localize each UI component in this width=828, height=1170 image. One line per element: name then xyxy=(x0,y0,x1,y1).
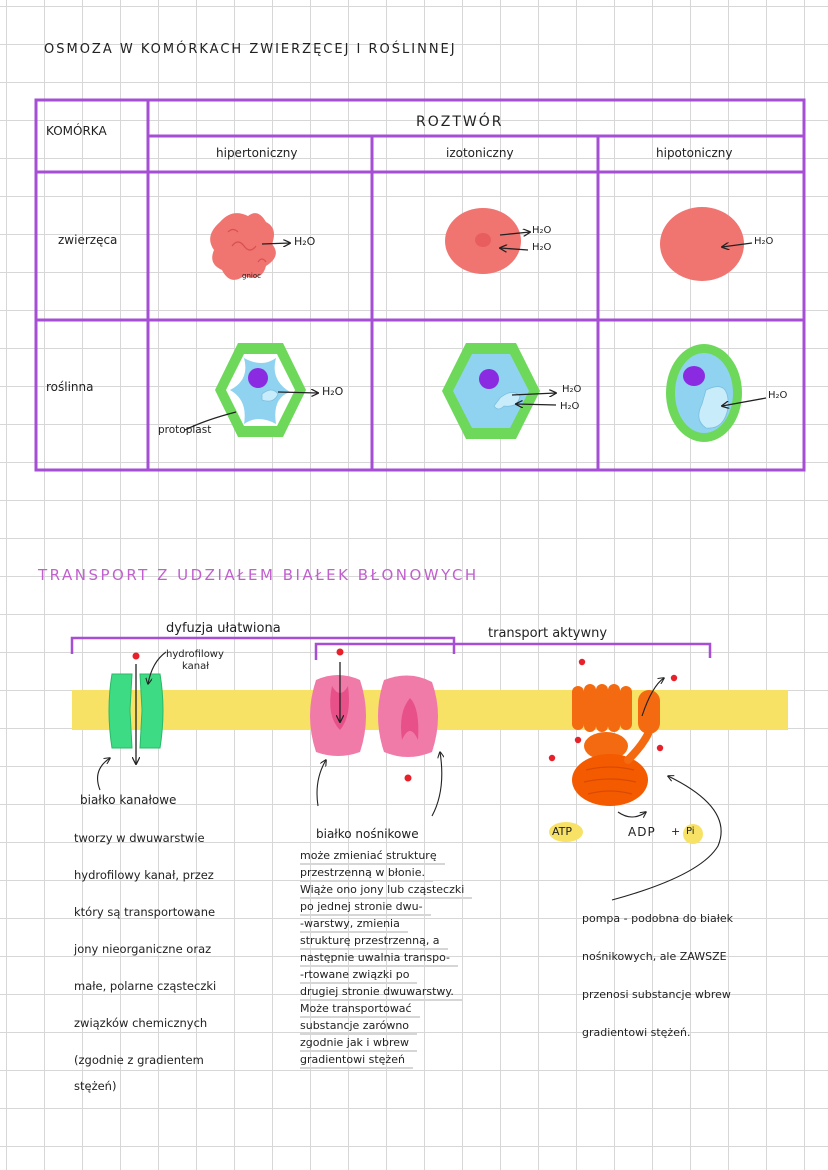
column-header-isotonic: izotoniczny xyxy=(446,146,514,160)
note-line: stężeń) xyxy=(74,1079,117,1093)
table-outer-border xyxy=(34,98,806,472)
label-h2o: H₂O xyxy=(532,225,552,236)
ion-dot xyxy=(656,744,664,752)
bracket-active-transport xyxy=(314,642,712,660)
label-protoplast: protoplast xyxy=(158,424,212,436)
hydrophilic-label: kanał xyxy=(182,661,210,672)
hydrophilic-pointer xyxy=(148,651,167,684)
atp-label: ATP xyxy=(552,825,573,838)
water-arrow-icon xyxy=(511,393,556,395)
pi-label: Pi xyxy=(686,826,695,837)
animal-cell-hypotonic xyxy=(660,207,753,281)
note-line: przenosi substancje wbrew xyxy=(582,988,731,1001)
plant-cell-hypertonic xyxy=(184,343,318,437)
section-title-osmoza: OSMOZA W KOMÓRKACH ZWIERZĘCEJ I ROŚLINNE… xyxy=(44,42,457,57)
channel-protein-title: białko kanałowe xyxy=(80,793,177,807)
label-h2o: H₂O xyxy=(294,235,316,248)
ion-dot xyxy=(336,648,344,656)
note-line: drugiej stronie dwuwarstwy. xyxy=(300,984,462,1001)
row-header-animal: zwierzęca xyxy=(58,233,118,247)
animal-cell-isotonic xyxy=(445,208,530,274)
pi-badge xyxy=(683,824,703,844)
bracket-label-facilitated: dyfuzja ułatwiona xyxy=(166,621,281,636)
protoplast-pointer xyxy=(184,411,237,431)
carrier-protein-state-2 xyxy=(378,675,442,817)
column-header-hypertonic: hipertoniczny xyxy=(216,146,298,160)
label-wrinkle-note: gnioc xyxy=(242,272,261,280)
channel-protein xyxy=(97,651,167,791)
pump-pointer xyxy=(611,776,722,901)
table-corner-header: KOMÓRKA xyxy=(46,124,107,138)
bracket-label-active: transport aktywny xyxy=(488,626,608,641)
note-line: (zgodnie z gradientem xyxy=(74,1053,204,1067)
water-arrow-icon xyxy=(722,243,753,247)
channel-pointer xyxy=(97,758,110,791)
water-arrow-icon xyxy=(499,232,530,235)
note-line: pompa - podobna do białek xyxy=(582,912,733,925)
note-line: gradientowi stężeń xyxy=(300,1052,413,1069)
note-line: Może transportować xyxy=(300,1001,420,1018)
carrier-protein-title: białko nośnikowe xyxy=(316,827,419,841)
plant-cell-hypotonic xyxy=(666,344,767,442)
note-line: małe, polarne cząsteczki xyxy=(74,979,217,993)
row-header-plant: roślinna xyxy=(46,380,94,394)
ion-dot xyxy=(670,674,678,682)
atp-to-adp-arrow-icon xyxy=(617,812,646,817)
ion-dot xyxy=(132,652,140,660)
water-arrow-icon xyxy=(516,404,557,405)
note-line: hydrofilowy kanał, przez xyxy=(74,868,214,882)
note-line: zgodnie jak i wbrew xyxy=(300,1035,418,1052)
note-line: przestrzenną w błonie. xyxy=(300,865,433,882)
note-line: tworzy w dwuwarstwie xyxy=(74,831,205,845)
animal-cell-hypertonic xyxy=(210,213,290,280)
note-line: -rtowane związki po xyxy=(300,967,418,984)
water-arrow-icon xyxy=(261,243,290,244)
carrier-pointer xyxy=(316,760,326,807)
ion-dot xyxy=(404,774,412,782)
pump-protein xyxy=(548,658,722,901)
note-line: po jednej stronie dwu- xyxy=(300,899,431,916)
column-header-hypotonic: hipotoniczny xyxy=(656,146,733,160)
water-arrow-icon xyxy=(500,248,529,250)
note-line: związków chemicznych xyxy=(74,1016,208,1030)
note-line: Wiąże ono jony lub cząsteczki xyxy=(300,882,473,899)
label-h2o: H₂O xyxy=(754,236,774,247)
pump-description: pompa - podobna do białek nośnikowych, a… xyxy=(582,900,818,1052)
ion-dot xyxy=(578,658,586,666)
label-h2o: H₂O xyxy=(532,242,552,253)
water-arrow-icon xyxy=(722,397,767,406)
label-h2o: H₂O xyxy=(768,390,788,401)
carrier-protein-description: może zmieniać strukturę przestrzenną w b… xyxy=(300,848,510,1069)
note-line: gradientowi stężeń. xyxy=(582,1026,691,1039)
section-title-transport: TRANSPORT Z UDZIAŁEM BIAŁEK BŁONOWYCH xyxy=(38,566,479,584)
note-line: substancje zarówno xyxy=(300,1018,418,1035)
carrier-pointer xyxy=(431,752,442,817)
note-line: który są transportowane xyxy=(74,905,216,919)
ion-dot xyxy=(574,736,582,744)
note-line: -warstwy, zmienia xyxy=(300,916,408,933)
note-line: następnie uwalnia transpo- xyxy=(300,950,458,967)
water-arrow-icon xyxy=(277,392,318,393)
hydrophilic-label: hydrofilowy xyxy=(166,649,224,660)
pump-direction-arrow-icon xyxy=(641,678,664,717)
bracket-facilitated-diffusion xyxy=(70,636,456,654)
note-line: nośnikowych, ale ZAWSZE xyxy=(582,950,727,963)
osmosis-table xyxy=(34,98,806,472)
label-h2o: H₂O xyxy=(562,384,582,395)
carrier-protein-state-1 xyxy=(310,648,366,807)
ion-dot xyxy=(548,754,556,762)
channel-protein-description: tworzy w dwuwarstwie hydrofilowy kanał, … xyxy=(74,826,274,1098)
label-h2o: H₂O xyxy=(322,385,344,398)
label-h2o: H₂O xyxy=(560,401,580,412)
plant-cell-isotonic xyxy=(442,343,556,439)
note-line: może zmieniać strukturę xyxy=(300,848,445,865)
note-line: strukturę przestrzenną, a xyxy=(300,933,448,950)
note-line: jony nieorganiczne oraz xyxy=(74,942,212,956)
adp-label: ADP xyxy=(628,825,656,839)
table-group-header: ROZTWÓR xyxy=(416,114,504,130)
plus-label: + xyxy=(671,825,681,838)
atp-badge xyxy=(549,822,583,842)
